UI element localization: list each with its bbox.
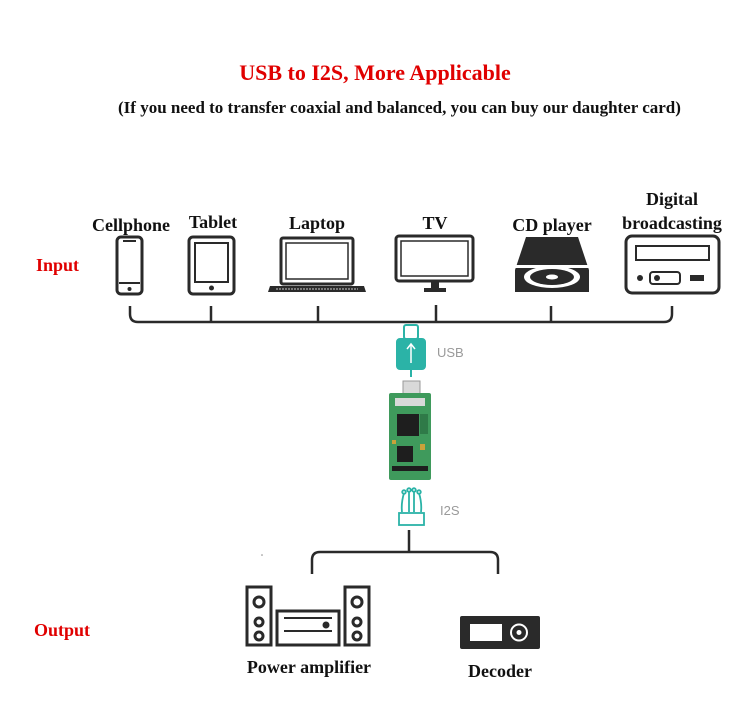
dot-mark bbox=[261, 554, 263, 556]
usb-label: USB bbox=[437, 345, 464, 360]
device-label-digital-broadcasting: Digital broadcasting bbox=[622, 189, 722, 233]
output-label: Output bbox=[34, 620, 91, 640]
device-label-decoder: Decoder bbox=[468, 661, 532, 681]
radio-icon bbox=[624, 234, 721, 295]
device-label-tv: TV bbox=[422, 213, 448, 233]
device-label-cellphone: Cellphone bbox=[91, 215, 170, 235]
cd-player-icon bbox=[515, 237, 589, 292]
page-title: USB to I2S, More Applicable bbox=[239, 60, 511, 85]
usb-connector-icon bbox=[396, 324, 426, 377]
input-bracket bbox=[128, 305, 674, 324]
output-bracket bbox=[310, 530, 500, 574]
decoder-icon bbox=[460, 616, 540, 649]
i2s-label: I2S bbox=[440, 503, 460, 518]
i2s-connector-icon bbox=[398, 487, 425, 526]
tv-icon bbox=[394, 234, 475, 292]
laptop-icon bbox=[268, 236, 366, 292]
device-label-laptop: Laptop bbox=[288, 213, 346, 233]
device-label-cd-player: CD player bbox=[512, 215, 592, 235]
power-amplifier-icon bbox=[245, 585, 371, 647]
cellphone-icon bbox=[115, 235, 144, 296]
tablet-icon bbox=[187, 235, 236, 296]
input-label: Input bbox=[36, 255, 80, 275]
device-label-power-amplifier: Power amplifier bbox=[246, 657, 372, 677]
page-subtitle: (If you need to transfer coaxial and bal… bbox=[118, 98, 681, 117]
device-label-tablet: Tablet bbox=[188, 212, 238, 232]
usb-i2s-board bbox=[389, 380, 431, 480]
